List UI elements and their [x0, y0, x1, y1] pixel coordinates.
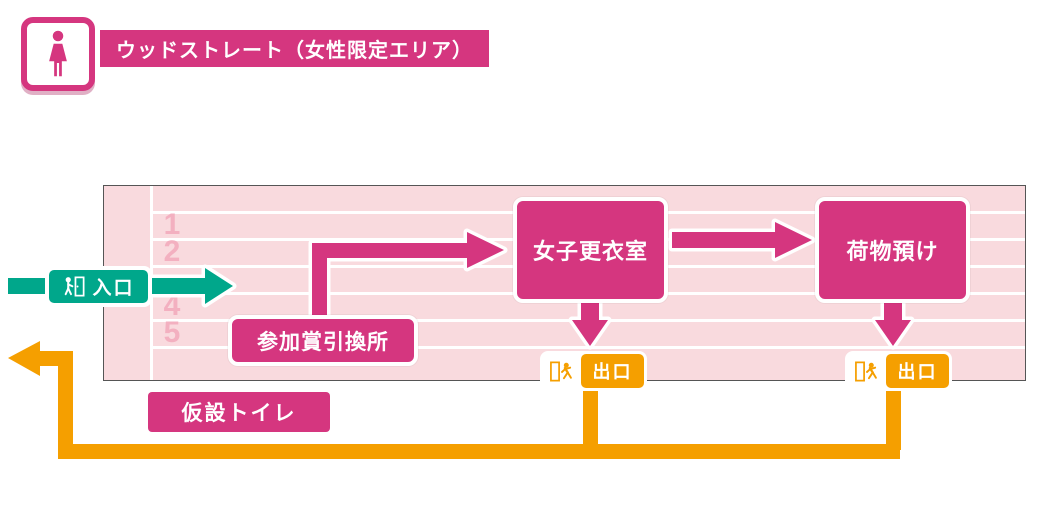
exit-iconbox	[848, 354, 884, 388]
door-exit-running-person-icon	[854, 361, 877, 381]
door-enter-person-icon	[65, 276, 85, 297]
entrance-label-text: 入口	[92, 278, 135, 299]
exit-label-text: 出口	[886, 354, 949, 388]
entrance-label: 入口	[45, 266, 152, 307]
womens-changing-room-box: 女子更衣室	[513, 197, 668, 303]
entrance-label-inner: 入口	[49, 270, 148, 303]
lane-number: 2	[163, 235, 181, 268]
exit-label-1: 出口	[540, 351, 647, 391]
exit-label-text: 出口	[581, 354, 644, 388]
page-title: ウッドストレート（女性限定エリア）	[100, 30, 489, 67]
exit-label-2: 出口	[845, 351, 952, 391]
women-restroom-sign	[21, 17, 95, 91]
temporary-toilet-box: 仮設トイレ	[148, 392, 330, 432]
lane-number: 1	[163, 208, 181, 241]
woman-icon	[49, 30, 67, 77]
lane-number: 5	[163, 316, 181, 349]
exit-iconbox	[543, 354, 579, 388]
baggage-storage-box: 荷物預け	[815, 197, 970, 303]
door-exit-running-person-icon	[549, 361, 572, 381]
prize-exchange-box: 参加賞引換所	[228, 315, 418, 366]
lane-number: 4	[163, 289, 181, 322]
